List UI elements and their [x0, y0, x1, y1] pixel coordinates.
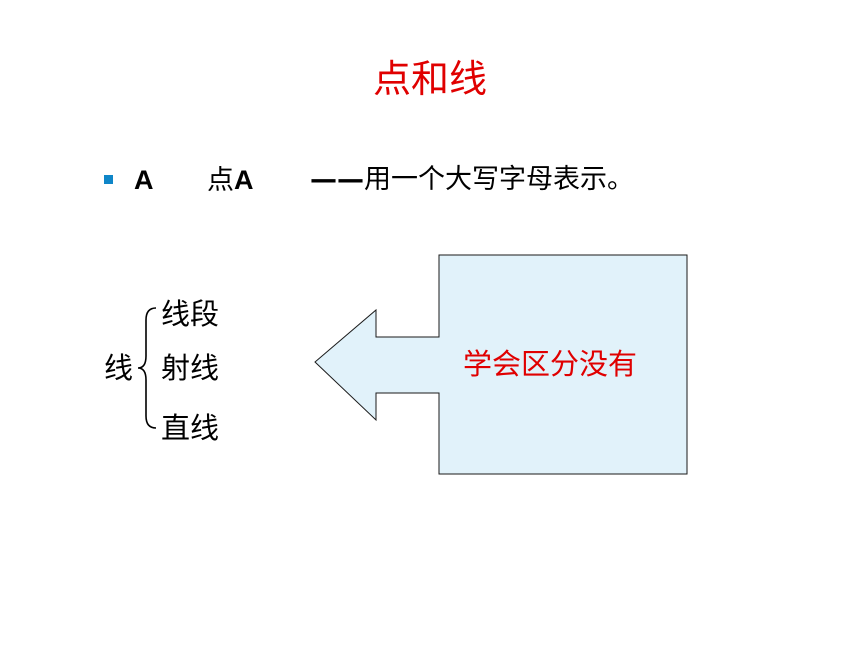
line-type-segment: 线段: [161, 297, 220, 331]
point-letter: A: [234, 165, 254, 195]
point-description: ——用一个大写字母表示。: [310, 160, 634, 200]
point-name: 点A: [207, 160, 254, 201]
square-bullet-icon: [104, 175, 113, 184]
curly-brace-icon: [137, 307, 157, 429]
page-title: 点和线: [372, 57, 487, 101]
point-prefix: 点: [207, 165, 234, 196]
arrow-callout-text: 学会区分没有: [463, 347, 638, 381]
line-label: 线: [104, 351, 134, 385]
point-symbol: A: [134, 165, 154, 195]
line-type-ray: 射线: [161, 351, 220, 385]
line-type-line: 直线: [161, 411, 220, 445]
dash: ——: [310, 164, 364, 195]
description-text: 用一个大写字母表示。: [364, 164, 634, 195]
